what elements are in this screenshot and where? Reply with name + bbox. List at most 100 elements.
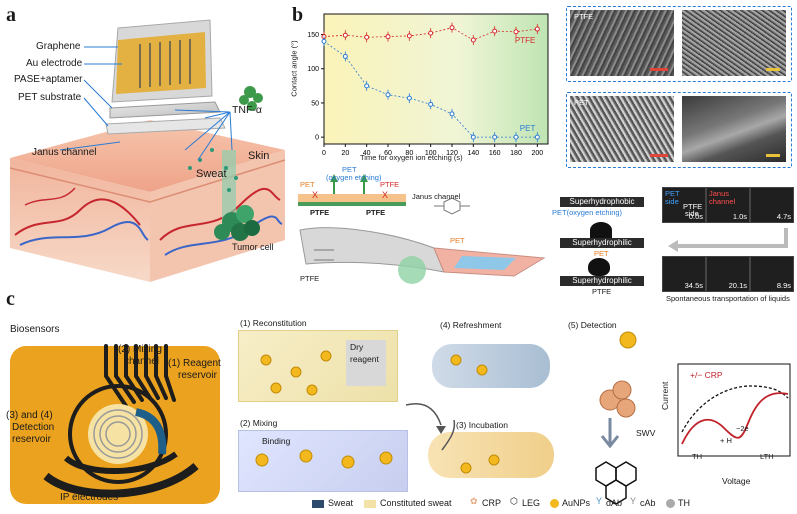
bar-superhydrophilic-1: Superhydrophilic [560, 238, 644, 248]
video-janus: Janus [709, 189, 730, 198]
label-reagent-reservoir: (1) Reagent [168, 358, 221, 369]
layer-pase-aptamer [109, 101, 221, 119]
data-point-pet [470, 134, 476, 140]
x-tick-label: 200 [531, 150, 543, 157]
sem-image-ptfe-1: PTFE [570, 10, 674, 76]
x-tick-label: 120 [446, 150, 458, 157]
video-pet-side: PET [665, 189, 680, 198]
legend-crp-icon: ✿ [470, 496, 478, 506]
schem-pet-top: PET [342, 165, 357, 174]
legend-th: TH [678, 498, 690, 508]
sem-image-ptfe-2 [682, 10, 786, 76]
caption-pet-oxygen: PET(oxygen etching) [552, 208, 623, 217]
y-tick-label: 150 [307, 32, 319, 39]
label-pase-aptamer: PASE+aptamer [14, 74, 83, 85]
label-mixing-channel-2: channel [124, 356, 160, 367]
video-channel: channel [709, 197, 736, 206]
swv-plot [677, 363, 791, 457]
label-au-electrode: Au electrode [26, 58, 83, 69]
data-point-pet [406, 95, 412, 101]
video-frame-0: PET side PTFE side 0.0s [662, 187, 706, 223]
panel-a-illustration [9, 19, 286, 282]
data-point-pet [385, 92, 391, 98]
video-pet-side2: side [665, 197, 679, 206]
x-tick-label: 60 [384, 150, 392, 157]
video-time-1: 1.0s [732, 212, 747, 221]
sem-label-pet: PET [574, 98, 589, 107]
skin-block-top [10, 120, 285, 192]
x-tick-label: 180 [510, 150, 522, 157]
data-point-pet [342, 53, 348, 59]
step-refreshment: (4) Refreshment [440, 320, 502, 330]
data-point-ptfe [342, 32, 348, 38]
label-reaction-e: −2e [736, 424, 749, 433]
y-tick-label: 100 [307, 66, 319, 73]
data-point-pet [428, 101, 434, 107]
video-ptfe-side2: side [685, 209, 699, 218]
label-tnf-alpha: TNF-α [232, 104, 262, 116]
data-point-ptfe [513, 29, 519, 35]
label-tumor-cell: Tumor cell [232, 242, 274, 252]
x-tick-label: 140 [467, 150, 479, 157]
sem-box-pet [566, 92, 792, 168]
nanoparticle-decoration [255, 350, 500, 474]
bar-superhydrophobic: Superhydrophobic [560, 197, 644, 207]
scale-bar-red [650, 154, 668, 157]
label-th: TH [692, 452, 702, 461]
tumor-cell-cluster [214, 205, 260, 241]
scale-bar-red [650, 68, 668, 71]
label-reaction-h: + H [720, 436, 732, 445]
dry-reagent-box [346, 340, 386, 386]
step-detection: (5) Detection [568, 320, 617, 330]
legend-leg: LEG [522, 498, 541, 508]
legend-cab-icon: Y [630, 496, 637, 506]
legend-th-swatch [666, 499, 675, 508]
data-point-ptfe [428, 30, 434, 36]
droplet-1 [590, 222, 612, 238]
label-mixing-channel: (2) Mixing [118, 344, 162, 355]
skin-block-side [150, 150, 285, 282]
legend-dab: dAb [606, 498, 623, 508]
label-detection-2: Detection [12, 422, 55, 433]
chart-ylabel: Contact angle (°) [289, 40, 299, 97]
scale-bar-yellow [766, 68, 780, 71]
label-pet-substrate: PET substrate [18, 92, 82, 103]
data-point-ptfe [534, 26, 540, 32]
data-point-pet [321, 38, 327, 44]
svg-text:X: X [382, 190, 388, 200]
series-label-pet: PET [520, 124, 536, 133]
step-incubation: (3) Incubation [456, 420, 508, 430]
video-frame-4: 20.1s [706, 256, 750, 292]
bar-superhydrophilic-2: Superhydrophilic [560, 276, 644, 286]
y-tick-label: 0 [315, 135, 319, 142]
legend-crp: CRP [482, 498, 502, 508]
panel-letter-a: a [6, 4, 16, 26]
legend-constituted-sweat: Constituted sweat [380, 498, 452, 508]
video-frame-3: 34.5s [662, 256, 706, 292]
detection-molecule [595, 331, 637, 505]
video-time-4: 20.1s [728, 281, 747, 290]
chart-xlabel: Time for oxygen ion etching (s) [360, 153, 463, 162]
schem-monomer-label: PET [450, 236, 465, 245]
blood-vessel-red [14, 198, 141, 236]
video-ptfe-side: PTFE [683, 202, 703, 211]
legend-aunp-swatch [550, 499, 559, 508]
panel-letter-b: b [292, 4, 304, 26]
data-point-ptfe [470, 37, 476, 43]
x-tick-label: 0 [322, 150, 326, 157]
video-time-3: 34.5s [684, 281, 703, 290]
label-ip-electrodes: IP electrodes [60, 492, 119, 503]
data-point-ptfe [492, 28, 498, 34]
x-tick-label: 100 [425, 150, 437, 157]
series-label-ptfe: PTFE [515, 36, 535, 45]
step-reconstitution: (1) Reconstitution [240, 318, 307, 328]
legend-constituted-swatch [364, 500, 376, 508]
sem-box-ptfe [566, 6, 792, 82]
droplet-2 [588, 258, 610, 276]
data-point-pet [513, 134, 519, 140]
caption-pet: PET [594, 249, 609, 258]
video-time-5: 8.9s [776, 281, 791, 290]
svg-text:X: X [312, 190, 318, 200]
legend-dab-icon: Y [596, 496, 603, 506]
